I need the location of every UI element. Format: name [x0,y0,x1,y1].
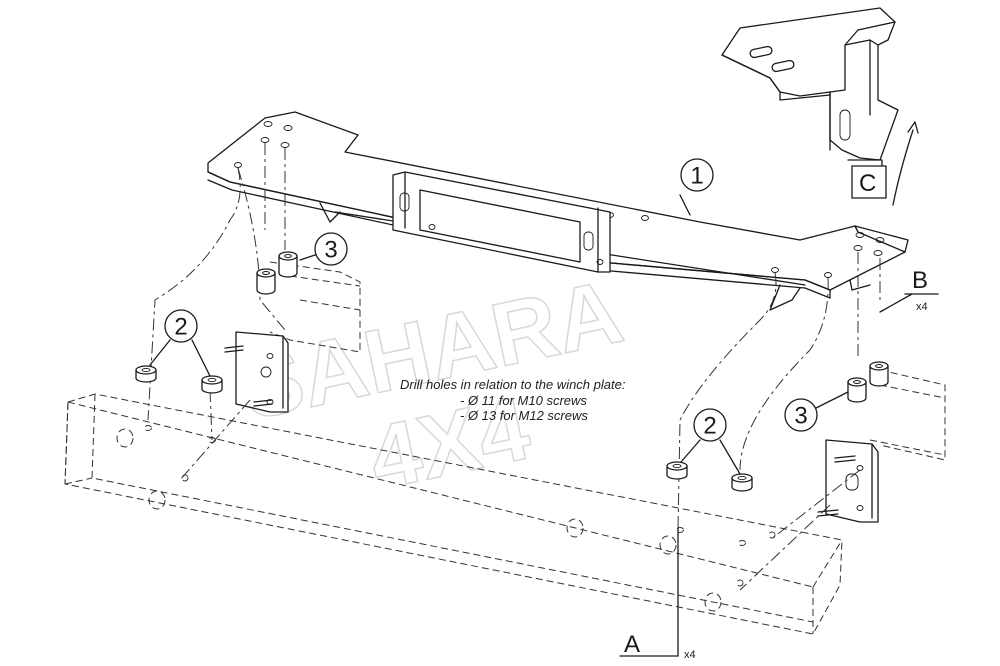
view-label-b: B x4 [879,267,939,313]
left-side-bracket [224,331,289,413]
view-c-label: C [859,170,876,197]
note-line-2: - Ø 11 for M10 screws [460,393,587,408]
note-line-3: - Ø 13 for M12 screws [460,408,588,423]
spacers-item-2 [135,365,753,492]
callout-circle-3-right [784,398,818,432]
note-line-1: Drill holes in relation to the winch pla… [400,377,626,392]
callouts: 1 3 2 2 3 [149,158,849,475]
assembly-paths [147,143,881,591]
view-label-c: C [847,159,887,199]
callout-circle-2-left [164,309,198,343]
winch-plate [207,111,909,311]
watermark: SAHARA 4X4 [233,261,632,510]
tall-spacer-left-1 [256,268,276,295]
spacer-left-2 [201,375,223,394]
view-label-a: A x4 [619,527,696,661]
callout-1: 1 [690,163,703,190]
view-a-label: A [624,631,640,658]
view-b-label: B [912,267,928,294]
callout-2-right: 2 [703,413,716,440]
right-side-bracket [817,439,879,523]
spacer-right-1 [666,461,688,480]
callout-circle-1 [680,158,714,192]
callout-circle-3-left [314,232,348,266]
view-b-qty: x4 [916,301,928,313]
spacers-item-3 [256,251,889,403]
tall-spacer-left-2 [278,251,298,278]
detail-view-c [721,7,919,206]
tall-spacer-right-2 [869,361,889,387]
callout-3-right: 3 [794,403,807,430]
spacer-right-2 [731,473,753,492]
tall-spacer-right-1 [847,377,867,403]
drilling-note: Drill holes in relation to the winch pla… [400,377,626,423]
bumper-frame [64,261,946,635]
callout-2-left: 2 [174,314,187,341]
callout-3-left: 3 [324,237,337,264]
spacer-left-1 [135,365,157,383]
callout-circle-2-right [693,408,727,442]
view-a-qty: x4 [684,649,696,661]
